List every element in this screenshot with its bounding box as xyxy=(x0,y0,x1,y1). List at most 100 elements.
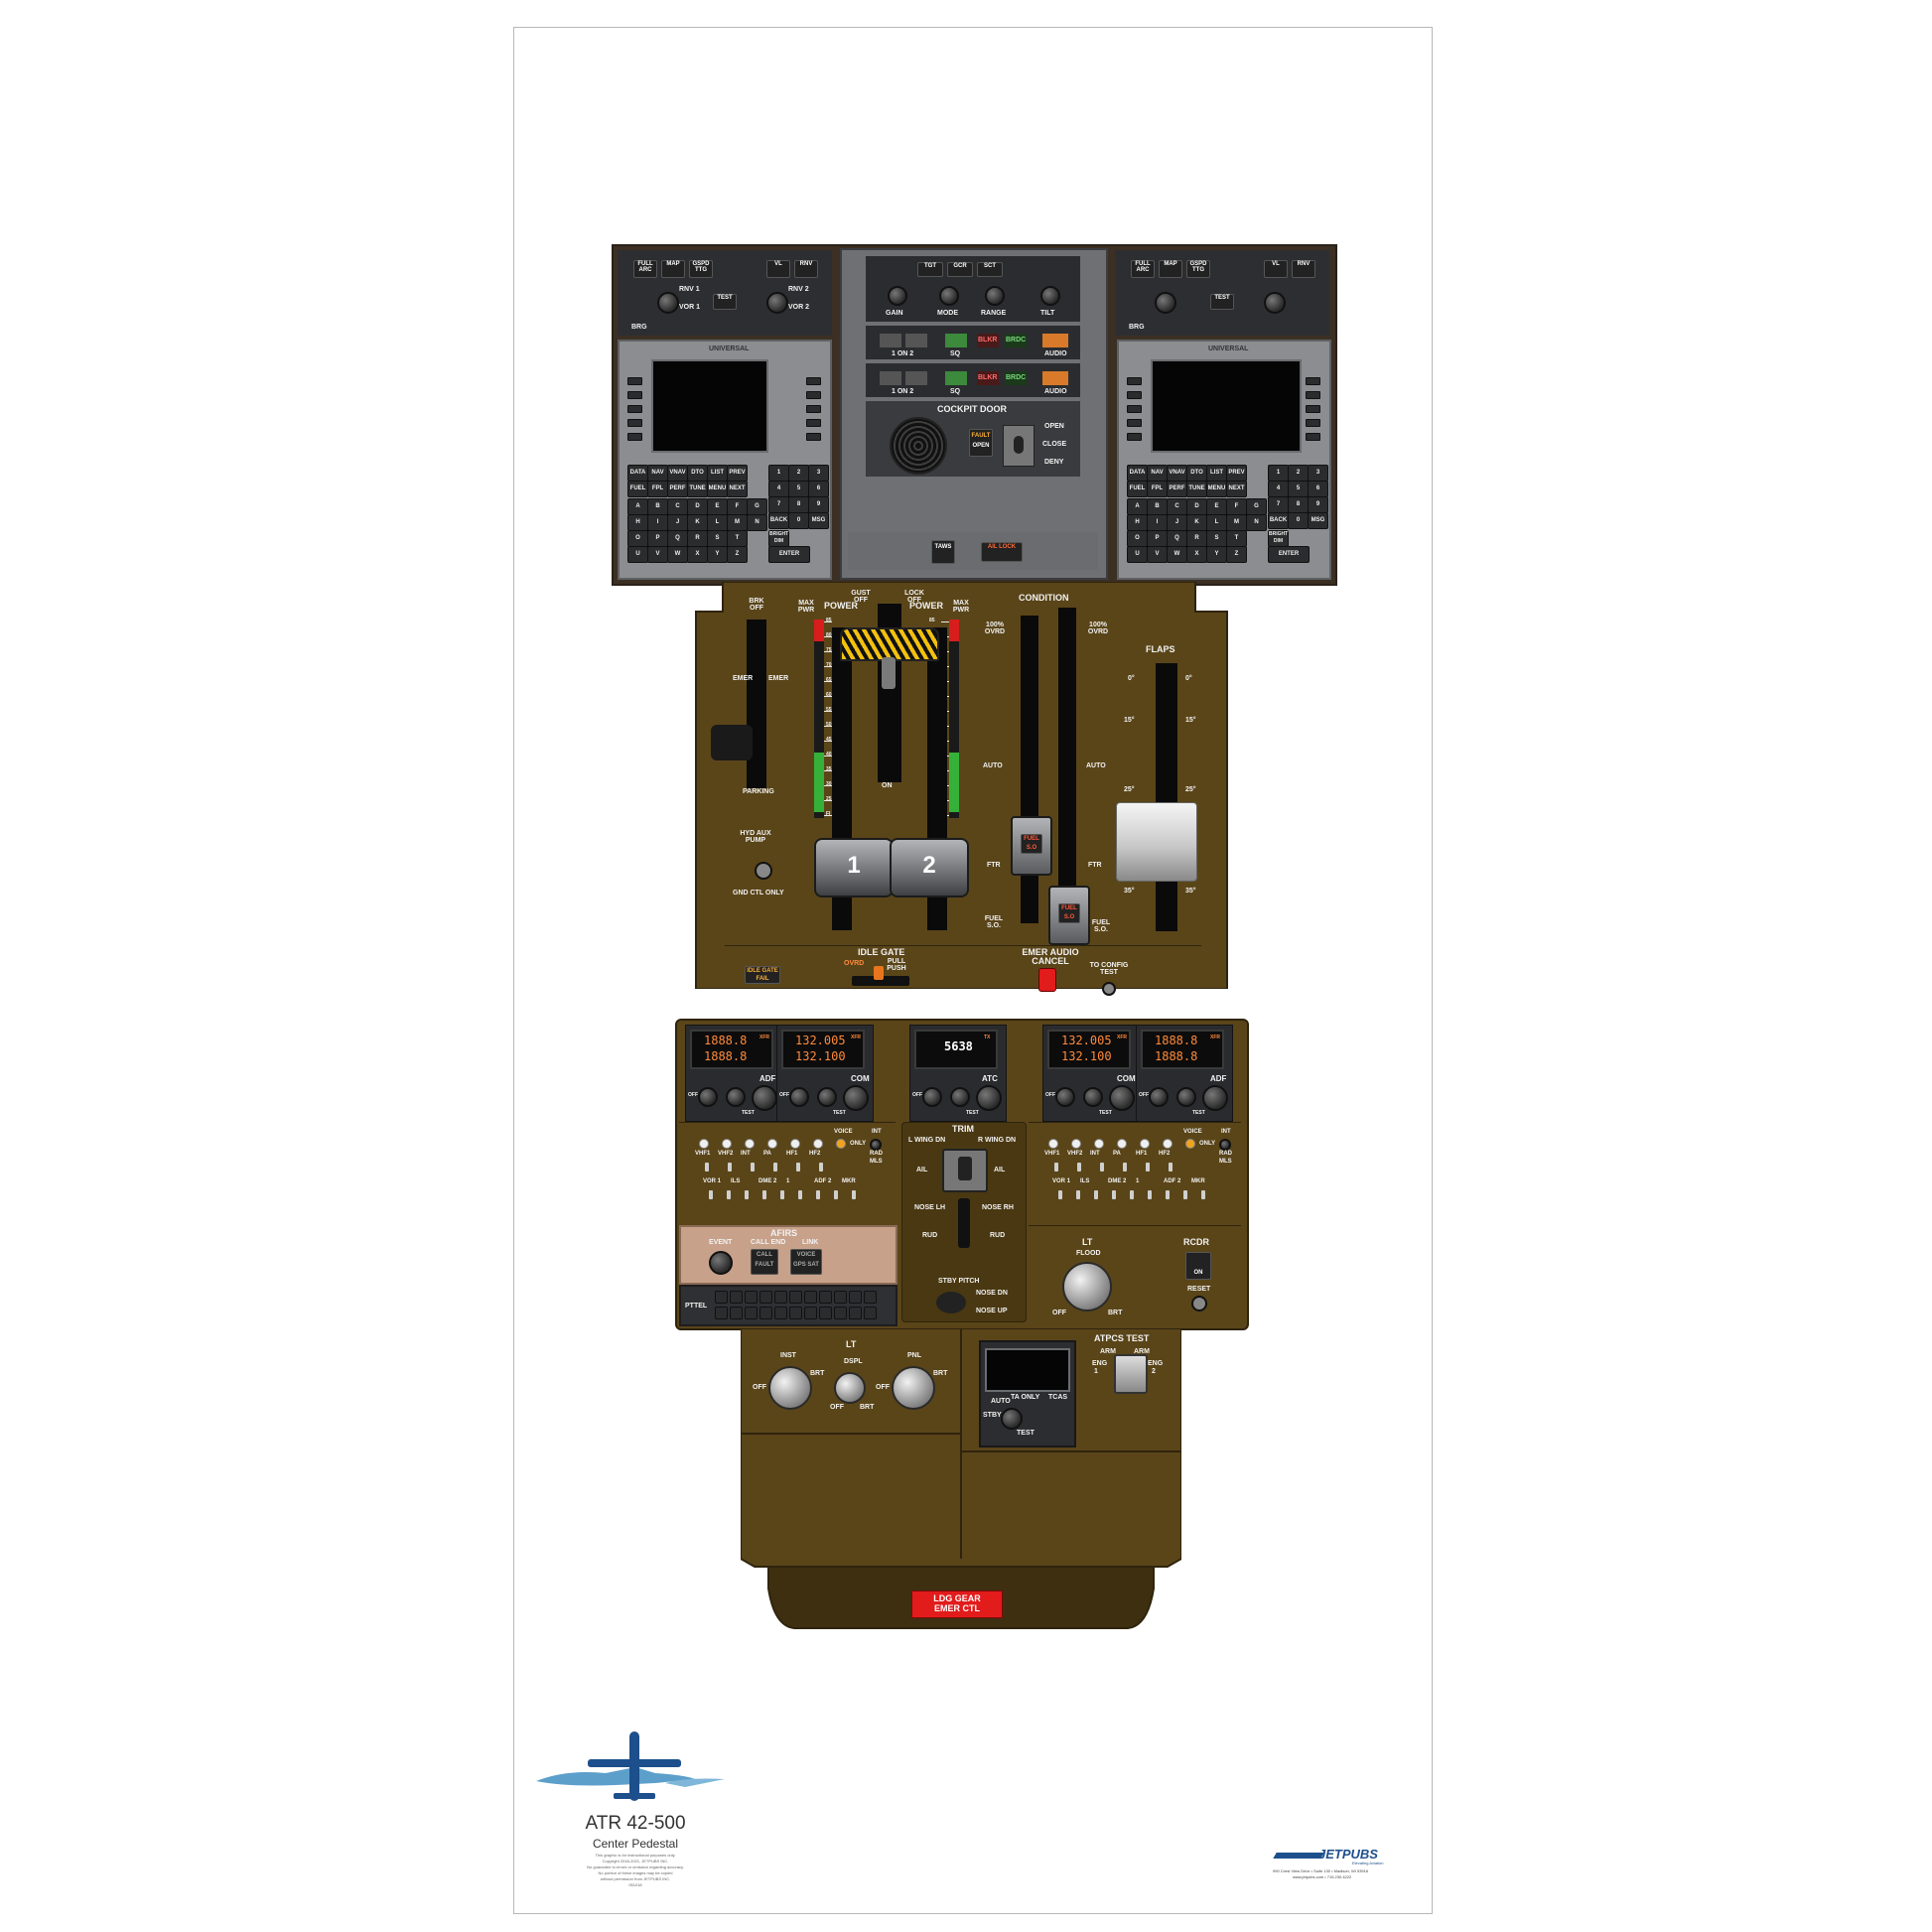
fms-key-l-next[interactable]: NEXT xyxy=(727,481,748,497)
pttel-key-1-7[interactable] xyxy=(819,1307,832,1319)
fms-enter-l[interactable]: ENTER xyxy=(768,546,810,563)
atpcs-test-switch[interactable] xyxy=(1114,1354,1148,1394)
lsk-r2[interactable] xyxy=(806,391,821,399)
audio-l-dot-4[interactable] xyxy=(790,1139,800,1149)
lsk-l3[interactable] xyxy=(627,405,642,413)
ldg-gear-emer-ctl[interactable]: LDG GEAR EMER CTL xyxy=(911,1590,1003,1618)
fms-num-r-1[interactable]: 1 xyxy=(1268,465,1289,482)
lsk-l2[interactable] xyxy=(627,391,642,399)
audio-r-vol2-5[interactable] xyxy=(1148,1190,1152,1199)
gain-knob[interactable] xyxy=(888,286,907,306)
sct-button[interactable]: SCT xyxy=(977,262,1003,277)
fms-key-l-g[interactable]: G xyxy=(747,498,767,515)
rlsk-l5[interactable] xyxy=(1127,433,1142,441)
fms-key-l-q[interactable]: Q xyxy=(667,530,688,547)
fms-key-r-k[interactable]: K xyxy=(1186,514,1207,531)
audio-r-int-switch[interactable] xyxy=(1219,1139,1231,1151)
radio-knob-small-atc[interactable] xyxy=(922,1087,942,1107)
fms-key-r-e[interactable]: E xyxy=(1206,498,1227,515)
fms-key-r-fuel[interactable]: FUEL xyxy=(1127,481,1148,497)
fms-key-l-c[interactable]: C xyxy=(667,498,688,515)
fms-key-l-y[interactable]: Y xyxy=(707,546,728,563)
pttel-key-0-1[interactable] xyxy=(730,1291,743,1304)
pttel-key-1-0[interactable] xyxy=(715,1307,728,1319)
fms-num-r-9[interactable]: 9 xyxy=(1308,496,1328,513)
fms-key-r-p[interactable]: P xyxy=(1147,530,1168,547)
fms-key-l-w[interactable]: W xyxy=(667,546,688,563)
rlsk-r3[interactable] xyxy=(1306,405,1320,413)
emer-audio-cancel-button[interactable] xyxy=(1038,968,1056,992)
audio-r-dot-3[interactable] xyxy=(1117,1139,1127,1149)
rudder-trim-knob[interactable] xyxy=(958,1198,970,1248)
to-config-test-button[interactable] xyxy=(1102,982,1116,996)
audio-r-vol2-3[interactable] xyxy=(1112,1190,1116,1199)
brg-selector-2[interactable] xyxy=(766,292,788,314)
idle-gate-knob[interactable] xyxy=(874,966,884,980)
lsk-r4[interactable] xyxy=(806,419,821,427)
strip2-audio[interactable] xyxy=(1042,371,1068,385)
fms-key-l-h[interactable]: H xyxy=(627,514,648,531)
tgt-button[interactable]: TGT xyxy=(917,262,943,277)
audio-r-vol1-1[interactable] xyxy=(1077,1163,1081,1172)
pttel-key-0-9[interactable] xyxy=(849,1291,862,1304)
radio-knob-mid-atc[interactable] xyxy=(950,1087,970,1107)
gcr-button[interactable]: GCR xyxy=(947,262,973,277)
audio-l-vol1-5[interactable] xyxy=(819,1163,823,1172)
fms-key-l-k[interactable]: K xyxy=(687,514,708,531)
lsk-r5[interactable] xyxy=(806,433,821,441)
strip1-key-a[interactable] xyxy=(880,334,901,347)
fms-key-r-o[interactable]: O xyxy=(1127,530,1148,547)
strip2-blkr[interactable] xyxy=(977,371,999,385)
audio-l-vol1-2[interactable] xyxy=(751,1163,755,1172)
fms-key-l-e[interactable]: E xyxy=(707,498,728,515)
fms-num-l-6[interactable]: 6 xyxy=(808,481,829,497)
audio-l-vol2-7[interactable] xyxy=(834,1190,838,1199)
fms-key-r-b[interactable]: B xyxy=(1147,498,1168,515)
gspd-ttg-button[interactable]: GSPD TTG xyxy=(689,260,713,278)
strip1-key-b[interactable] xyxy=(905,334,927,347)
fms-num-l-back[interactable]: BACK xyxy=(768,512,789,529)
fms-bright-l[interactable]: BRIGHT DIM xyxy=(768,530,789,547)
rlsk-l4[interactable] xyxy=(1127,419,1142,427)
brg-selector-2-r[interactable] xyxy=(1264,292,1286,314)
rlsk-l3[interactable] xyxy=(1127,405,1142,413)
radio-knob-mid-com_l[interactable] xyxy=(817,1087,837,1107)
fms-key-l-r[interactable]: R xyxy=(687,530,708,547)
power-lever-2[interactable]: 2 xyxy=(890,838,969,897)
pttel-key-0-4[interactable] xyxy=(774,1291,787,1304)
fms-key-l-p[interactable]: P xyxy=(647,530,668,547)
parking-brake-handle[interactable] xyxy=(711,725,753,760)
rlsk-l2[interactable] xyxy=(1127,391,1142,399)
audio-r-vol1-2[interactable] xyxy=(1100,1163,1104,1172)
audio-l-vol2-4[interactable] xyxy=(780,1190,784,1199)
pttel-key-1-1[interactable] xyxy=(730,1307,743,1319)
fms-key-r-dto[interactable]: DTO xyxy=(1186,465,1207,482)
fms-num-l-0[interactable]: 0 xyxy=(788,512,809,529)
audio-r-dot-5[interactable] xyxy=(1163,1139,1173,1149)
efis-test-button[interactable]: TEST xyxy=(713,294,737,310)
fms-key-l-a[interactable]: A xyxy=(627,498,648,515)
door-toggle-switch[interactable] xyxy=(1003,425,1035,467)
fms-key-r-c[interactable]: C xyxy=(1167,498,1187,515)
fms-key-r-u[interactable]: U xyxy=(1127,546,1148,563)
fms-key-l-i[interactable]: I xyxy=(647,514,668,531)
fms-key-l-menu[interactable]: MENU xyxy=(707,481,728,497)
fms-key-r-z[interactable]: Z xyxy=(1226,546,1247,563)
fms-key-r-m[interactable]: M xyxy=(1226,514,1247,531)
fms-num-r-0[interactable]: 0 xyxy=(1288,512,1309,529)
fms-key-l-j[interactable]: J xyxy=(667,514,688,531)
hyd-aux-pump-button[interactable] xyxy=(755,862,772,880)
fms-key-r-perf[interactable]: PERF xyxy=(1167,481,1187,497)
fms-key-r-g[interactable]: G xyxy=(1246,498,1267,515)
fms-num-r-3[interactable]: 3 xyxy=(1308,465,1328,482)
stby-pitch-switch[interactable] xyxy=(936,1292,966,1313)
flaps-lever[interactable] xyxy=(1116,802,1197,882)
vl-button-r[interactable]: VL xyxy=(1264,260,1288,278)
fms-key-l-t[interactable]: T xyxy=(727,530,748,547)
audio-r-dot-2[interactable] xyxy=(1094,1139,1104,1149)
rlsk-l1[interactable] xyxy=(1127,377,1142,385)
fms-num-r-7[interactable]: 7 xyxy=(1268,496,1289,513)
fms-key-l-list[interactable]: LIST xyxy=(707,465,728,482)
fms-key-r-t[interactable]: T xyxy=(1226,530,1247,547)
fms-key-l-tune[interactable]: TUNE xyxy=(687,481,708,497)
